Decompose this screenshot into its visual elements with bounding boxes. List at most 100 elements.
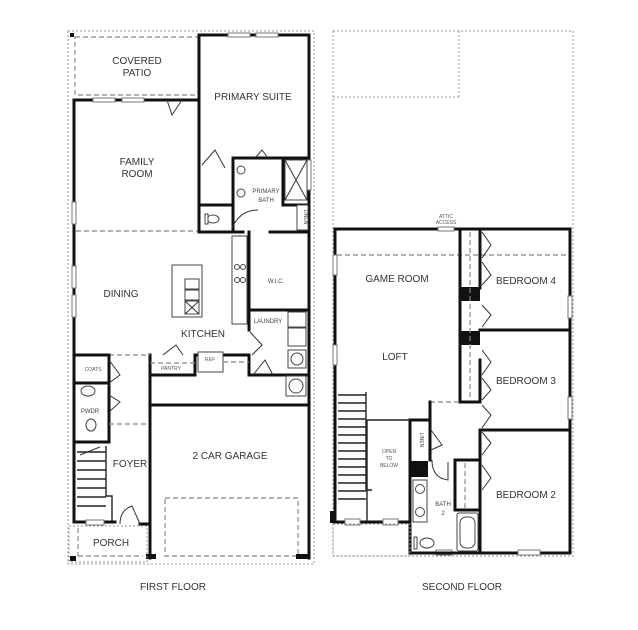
bath-door <box>254 149 269 159</box>
label-open-to-below-2: TO <box>386 456 393 462</box>
shower-cross <box>284 159 308 201</box>
pwdr-sink <box>80 385 96 397</box>
window <box>71 294 77 318</box>
label-linen-1: LINEN <box>302 210 308 225</box>
garage-door-outline <box>164 497 299 557</box>
pwdr-door <box>108 394 121 413</box>
label-open-to-below-1: OPEN <box>382 449 397 455</box>
cooktop-burner <box>234 277 240 283</box>
window <box>306 159 312 191</box>
sink <box>415 484 425 494</box>
label-attic-access-1: ATTIC <box>439 214 453 220</box>
water-heater-tank <box>290 352 304 366</box>
front-door-sidelight <box>85 519 105 526</box>
bedroom-4-door <box>481 304 492 328</box>
toilet-tank <box>204 213 209 225</box>
roof-below-outline <box>332 523 411 557</box>
label-attic-access-2: ACCESS <box>436 220 457 226</box>
attic-access <box>437 226 455 232</box>
label-family-room-2: ROOM <box>121 169 152 180</box>
label-porch: PORCH <box>93 538 129 549</box>
first-floor-stairs <box>77 446 113 522</box>
suite-door <box>201 149 226 169</box>
label-bedroom-3: BEDROOM 3 <box>496 376 556 387</box>
linen-door <box>430 429 443 451</box>
second-floor-title: SECOND FLOOR <box>422 582 502 593</box>
post <box>296 554 310 559</box>
window <box>71 265 77 289</box>
bath-door-swing <box>231 209 259 229</box>
window <box>332 254 338 276</box>
patio-door <box>166 99 183 117</box>
label-bedroom-4: BEDROOM 4 <box>496 276 556 287</box>
closet-block <box>410 461 428 477</box>
cooktop-burner <box>240 264 246 270</box>
bedroom-2-closet-door <box>481 464 492 491</box>
sink <box>236 188 246 198</box>
label-primary-bath-2: BATH <box>258 198 274 204</box>
second-floor-labels: ATTIC ACCESS GAME ROOM LOFT BEDROOM 4 BE… <box>365 214 556 593</box>
window <box>567 396 573 420</box>
bedroom-3-closet-door <box>481 349 492 401</box>
linen-closet-1 <box>296 204 309 231</box>
label-foyer: FOYER <box>113 459 147 470</box>
first-floor-plan <box>67 30 315 565</box>
toilet <box>206 214 220 224</box>
cooktop-burner <box>240 277 246 283</box>
label-primary-suite: PRIMARY SUITE <box>214 92 292 103</box>
second-floor-plan <box>330 30 574 557</box>
label-kitchen: KITCHEN <box>181 329 225 340</box>
laundry-door <box>249 331 263 356</box>
bedroom-3-door <box>481 404 492 429</box>
window <box>517 549 541 556</box>
garage-door-swing <box>252 359 274 376</box>
label-garage: 2 CAR GARAGE <box>192 451 267 462</box>
label-pantry: PANTRY <box>161 366 181 372</box>
window <box>71 201 77 225</box>
label-covered-patio-1: COVERED <box>112 56 161 67</box>
label-dining: DINING <box>104 289 139 300</box>
porch-outline <box>68 525 148 563</box>
pwdr-bottom-wall <box>72 410 111 444</box>
cooktop-burner <box>234 264 240 270</box>
bedroom-4-closet-door <box>481 231 492 286</box>
first-floor-title: FIRST FLOOR <box>140 582 206 593</box>
label-family-room-1: FAMILY <box>120 157 155 168</box>
toilet <box>419 537 435 549</box>
post <box>146 554 156 559</box>
label-wic: W.I.C. <box>268 279 285 285</box>
label-primary-bath-1: PRIMARY <box>252 189 279 195</box>
label-bath-2-1: BATH <box>435 502 451 508</box>
exterior-wall-left <box>333 227 412 524</box>
sink <box>236 165 246 175</box>
wc-lower-wall <box>197 170 245 234</box>
label-ref: REF <box>205 357 215 363</box>
bath-2-door <box>431 459 449 481</box>
label-laundry: LAUNDRY <box>254 319 283 325</box>
label-bath-2-2: 2 <box>441 511 445 517</box>
post <box>330 511 336 523</box>
coats-door <box>108 359 121 384</box>
label-coats: COATS <box>85 367 103 373</box>
window <box>382 518 399 526</box>
window <box>227 32 251 38</box>
label-linen-2: LINEN <box>418 433 424 448</box>
label-covered-patio-2: PATIO <box>123 68 152 79</box>
island-sink <box>184 278 200 290</box>
window <box>344 518 361 526</box>
bedroom-2-door <box>481 431 492 456</box>
dryer <box>287 327 307 347</box>
second-floor-stairs <box>338 392 372 500</box>
window <box>255 32 279 38</box>
label-game-room: GAME ROOM <box>365 274 428 285</box>
washer <box>287 311 307 328</box>
window <box>332 344 338 366</box>
pantry-door <box>162 344 184 356</box>
first-floor-outline <box>67 30 315 565</box>
label-bedroom-2: BEDROOM 2 <box>496 490 556 501</box>
pwdr-toilet <box>85 418 97 432</box>
bathtub-basin <box>459 516 476 549</box>
post <box>70 33 74 37</box>
toilet-tank <box>413 536 418 550</box>
